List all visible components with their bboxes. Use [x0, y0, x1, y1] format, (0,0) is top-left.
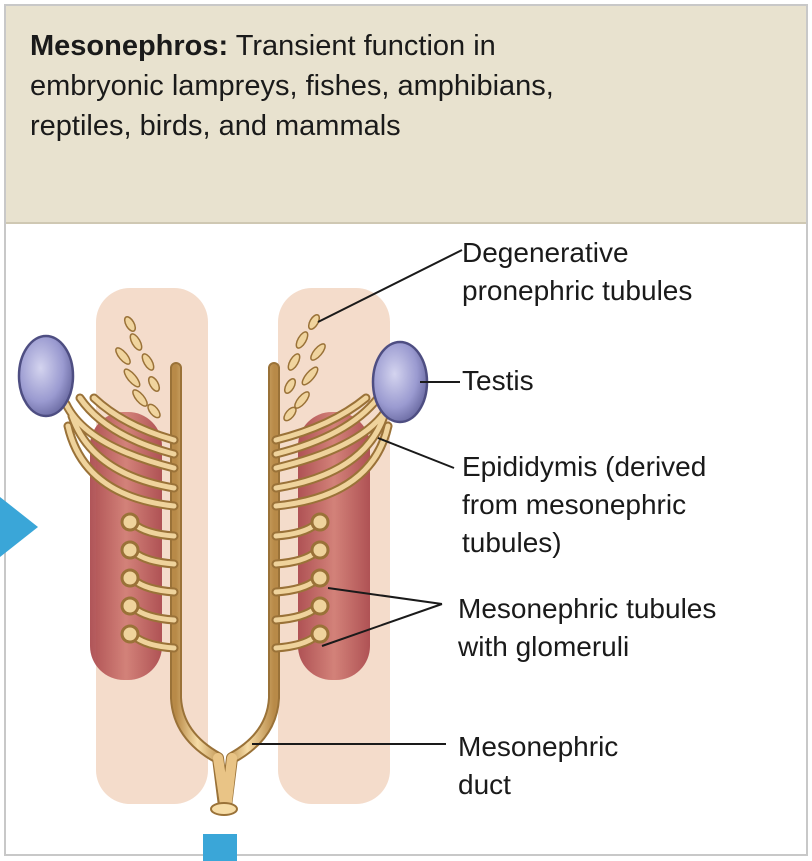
leader-degenerative: [317, 249, 463, 323]
label-epididymis: Epididymis (derived from mesonephric tub…: [462, 451, 707, 558]
leader-tubules-upper: [327, 587, 443, 605]
header-line-3: reptiles, birds, and mammals: [30, 110, 401, 142]
header-line-2: embryonic lampreys, fishes, amphibians,: [30, 70, 554, 102]
leader-tubules-lower: [321, 603, 443, 647]
right-degenerative-tubules: [283, 314, 326, 422]
duct-opening: [210, 802, 238, 816]
mesonephros-illustration: [17, 249, 463, 816]
left-glomeruli: [120, 512, 140, 644]
mesonephric-duct: [170, 362, 280, 815]
header-term: Mesonephros:: [30, 30, 229, 62]
label-testis: Testis: [462, 365, 534, 396]
label-mesonephric-duct: Mesonephric duct: [458, 731, 619, 800]
label-degenerative-pronephric-tubules: Degenerative pronephric tubules: [462, 237, 693, 306]
left-epididymis-tubules: [61, 393, 179, 511]
left-testis: [17, 334, 75, 418]
label-mesonephric-tubules: Mesonephric tubules with glomeruli: [458, 593, 717, 662]
left-degenerative-tubules: [115, 316, 161, 419]
figure-frame: Mesonephros: Transient function in embry…: [4, 4, 808, 856]
square-icon[interactable]: [203, 834, 237, 861]
leader-epididymis: [377, 437, 455, 469]
header-line-1: Transient function in: [235, 30, 496, 62]
right-testis: [371, 340, 429, 424]
leader-lines: [252, 249, 463, 745]
header-caption: Mesonephros: Transient function in embry…: [30, 26, 650, 146]
right-glomeruli: [310, 512, 330, 644]
header-box: Mesonephros: Transient function in embry…: [6, 6, 806, 224]
triangle-right-icon[interactable]: [0, 497, 38, 557]
